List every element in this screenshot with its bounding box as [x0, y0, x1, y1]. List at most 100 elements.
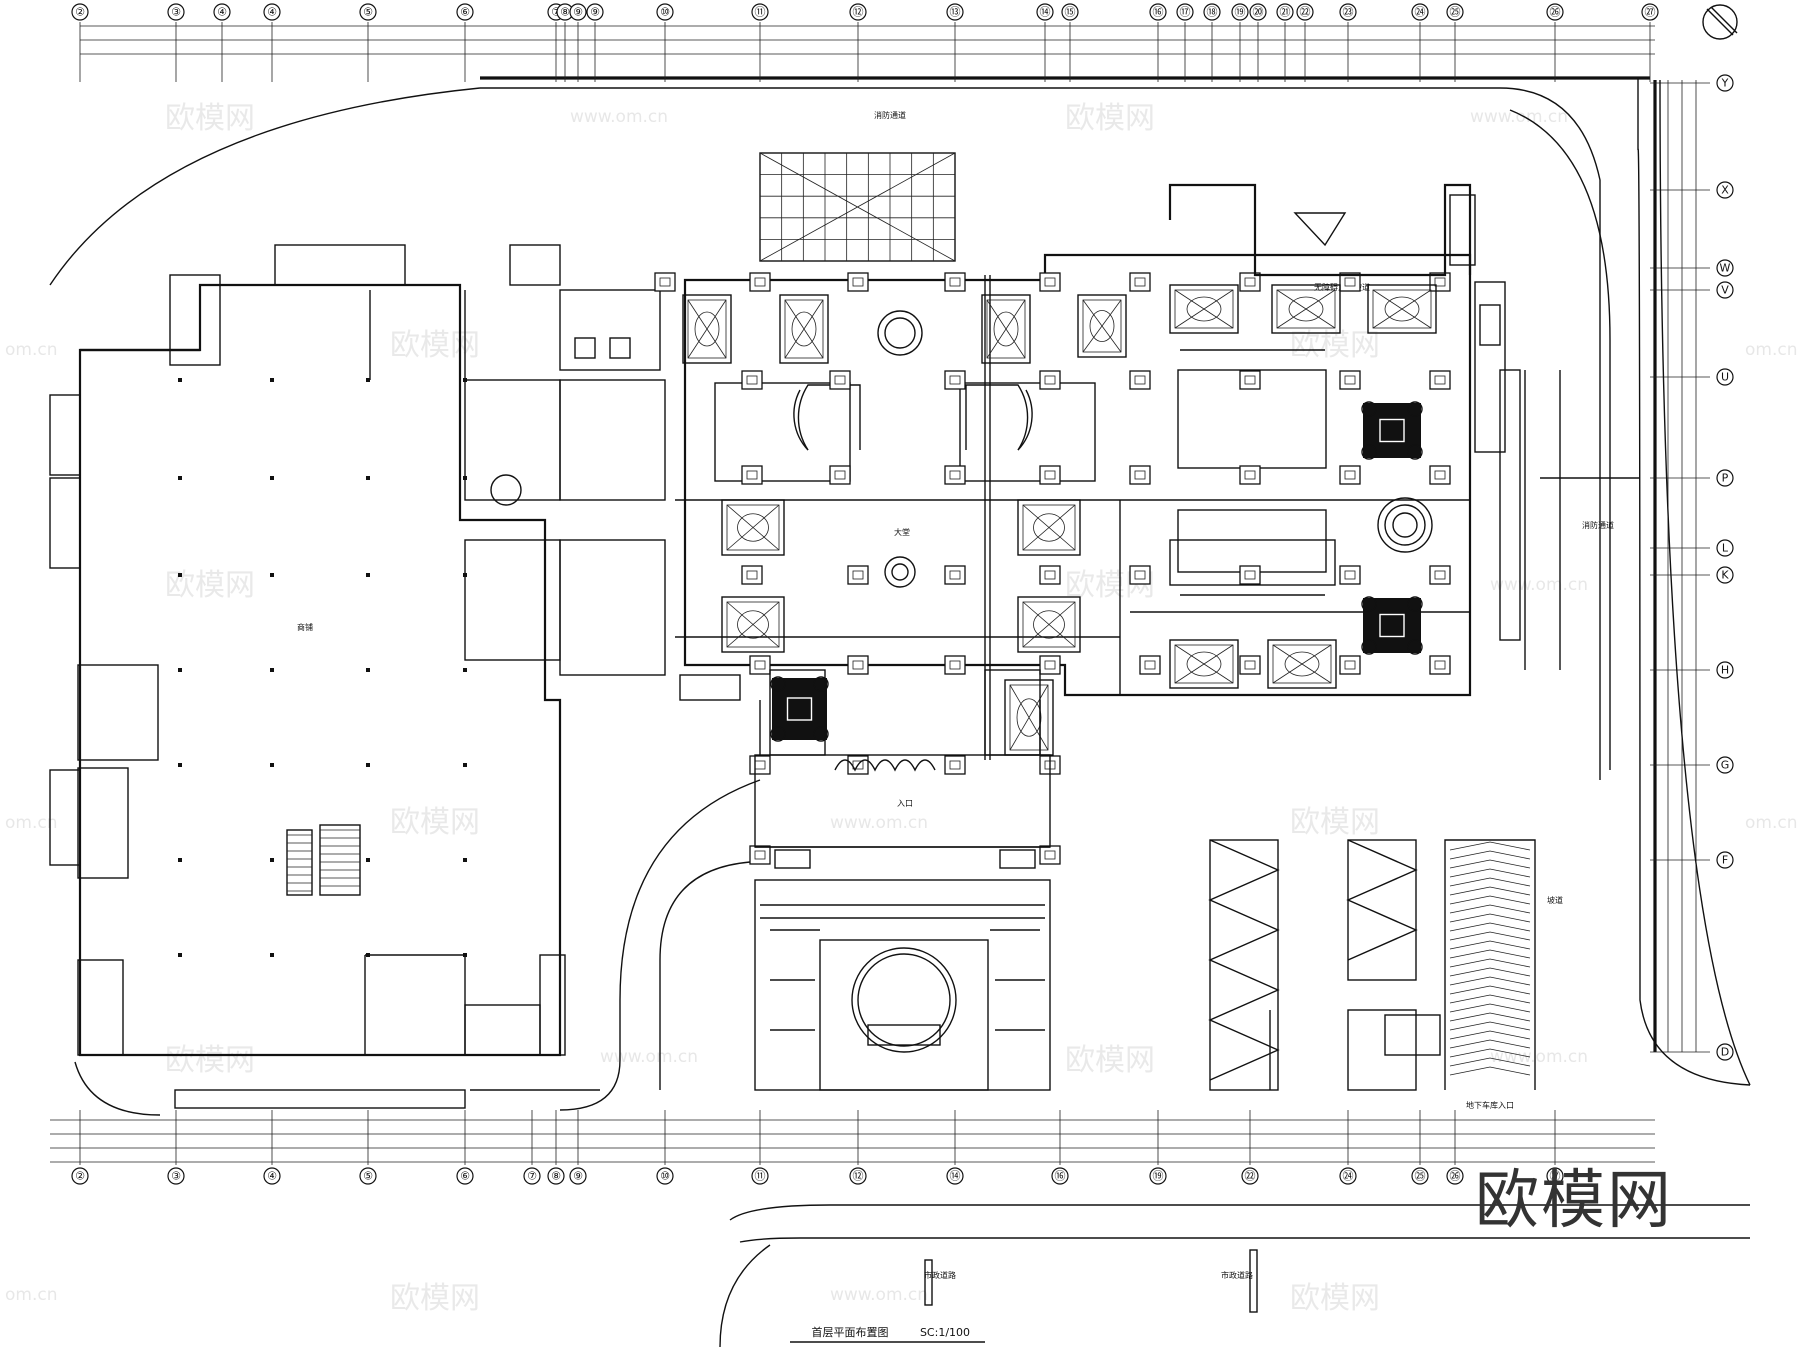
- structural-column: [1039, 845, 1061, 865]
- parking-area: [1208, 839, 1536, 1091]
- carpet-motif: [1022, 601, 1076, 648]
- grid-axis-label: ㉒: [1245, 1170, 1256, 1183]
- column-core: [949, 277, 961, 287]
- column-core: [746, 570, 758, 580]
- structural-column: [1239, 272, 1261, 292]
- structural-column: [1339, 565, 1361, 585]
- grid-axis-label: X: [1721, 184, 1729, 197]
- ramp-hatch-line: [1449, 895, 1531, 905]
- watermark-url: www.om.cn: [1470, 107, 1568, 127]
- structural-column: [178, 858, 182, 862]
- carpet-tile-inner: [726, 601, 780, 648]
- grid-axis-label: ⑭: [950, 1170, 961, 1183]
- grid-axis-bubble: [1716, 281, 1734, 299]
- grid-axis-label: ⑩: [660, 1170, 670, 1183]
- grid-axis-bubble: [1051, 1167, 1069, 1185]
- column-core: [1044, 850, 1056, 860]
- column-core: [754, 277, 766, 287]
- grid-axis-bubble: [213, 3, 231, 21]
- structural-column: [1339, 272, 1361, 292]
- armchair: [1361, 639, 1377, 655]
- grid-axis-bubble: [1716, 368, 1734, 386]
- carpet-motif: [737, 610, 769, 639]
- carpet-motif: [1174, 644, 1234, 684]
- structural-column: [178, 763, 182, 767]
- grid-axis-bubble: [456, 1167, 474, 1185]
- ramp-hatch-line: [1449, 1039, 1531, 1049]
- structural-column: [463, 858, 467, 862]
- grid-axis-bubble: [1716, 259, 1734, 277]
- ramp-hatch-line: [1449, 904, 1531, 914]
- structural-column: [366, 573, 370, 577]
- grid-axis-bubble: [1149, 1167, 1167, 1185]
- structural-column: [944, 272, 966, 292]
- carpet-motif: [1033, 513, 1065, 542]
- column-core: [1134, 277, 1146, 287]
- grid-axis-bubble: [1546, 3, 1564, 21]
- column-core: [1244, 375, 1256, 385]
- grid-axis-label: ⑨: [573, 6, 583, 19]
- plan-title-block: 首层平面布置图 SC:1/100: [790, 1325, 985, 1343]
- structural-column: [1039, 370, 1061, 390]
- armchair: [813, 726, 829, 742]
- column-core: [754, 850, 766, 860]
- watermark-text: 欧模网: [1065, 1043, 1155, 1078]
- armchair: [1407, 444, 1423, 460]
- carpet-motif: [1174, 289, 1234, 329]
- carpet-tile-inner: [986, 299, 1026, 359]
- column-core: [1244, 470, 1256, 480]
- column-core: [1134, 570, 1146, 580]
- ramp-hatch-line: [1449, 1012, 1531, 1022]
- shop-hall-label: 商铺: [297, 622, 313, 632]
- grid-axis-label: ⑮: [1065, 6, 1076, 19]
- structural-column: [741, 565, 763, 585]
- structural-column: [847, 565, 869, 585]
- carpet-motif: [1186, 651, 1222, 677]
- watermark-text: 欧模网: [165, 101, 255, 136]
- ramp-hatch-line: [1449, 958, 1531, 968]
- column-core: [746, 470, 758, 480]
- grid-axis-bubble: [1716, 74, 1734, 92]
- grid-axis-bubble: [167, 1167, 185, 1185]
- grid-axis-bubble: [71, 1167, 89, 1185]
- grid-axis-label: V: [1721, 284, 1729, 297]
- grid-axis-label: ㉖: [1550, 6, 1561, 19]
- ramp-hatch-line: [1449, 868, 1531, 878]
- structural-column: [829, 465, 851, 485]
- ramp-hatch-line: [1449, 841, 1531, 851]
- grid-axis-bubble: [1411, 3, 1429, 21]
- grid-axis-bubble: [263, 1167, 281, 1185]
- carpet-motif: [791, 311, 817, 347]
- structural-column: [270, 763, 274, 767]
- column-core: [1344, 277, 1356, 287]
- grid-axis-bubble: [1249, 3, 1267, 21]
- structural-column: [1429, 272, 1451, 292]
- grid-axis-label: ⑤: [363, 1170, 373, 1183]
- grid-axis-label: ⑯: [1055, 1170, 1066, 1183]
- column-core: [1044, 470, 1056, 480]
- structural-column: [366, 476, 370, 480]
- carpet-tile: [1077, 294, 1127, 358]
- structural-column: [654, 272, 676, 292]
- grid-axis-label: G: [1721, 759, 1730, 772]
- watermark-url: www.om.cn: [570, 107, 668, 127]
- grid-axis-bubble: [1716, 469, 1734, 487]
- grid-axis-label: ㉔: [1415, 6, 1426, 19]
- carpet-tile-inner: [1174, 289, 1234, 329]
- structural-column: [1039, 565, 1061, 585]
- structural-column: [366, 378, 370, 382]
- armchair: [1407, 401, 1423, 417]
- carpet-tile-inner: [726, 504, 780, 551]
- carpet-tile-inner: [687, 299, 727, 359]
- structural-column: [1039, 465, 1061, 485]
- grid-axis-bubble: [1716, 851, 1734, 869]
- watermark-url: om.cn: [5, 1285, 58, 1305]
- brand-watermark: 欧模网: [1475, 1164, 1673, 1238]
- carpet-motif: [1033, 610, 1065, 639]
- ramp-hatch-line: [1449, 877, 1531, 887]
- carpet-tile-inner: [1372, 289, 1432, 329]
- grid-axis-label: U: [1721, 371, 1729, 384]
- ramp-hatch-line: [1449, 913, 1531, 923]
- column-core: [852, 660, 864, 670]
